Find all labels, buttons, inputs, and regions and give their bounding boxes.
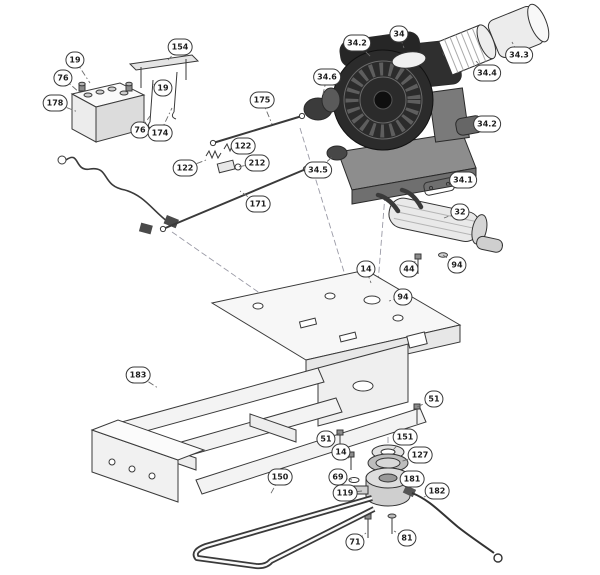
callout-174-6: 174 (147, 124, 173, 142)
battery-cable (57, 155, 179, 229)
throttle-rod (138, 165, 310, 235)
callout-122-8: 122 (230, 137, 256, 155)
intake-elbow (303, 87, 341, 121)
engine-fan-fins (345, 62, 421, 138)
callout-34.6-14: 34.6 (313, 68, 341, 86)
callout-151-28: 151 (392, 428, 418, 446)
callout-34.5-15: 34.5 (304, 161, 332, 179)
callout-178-2: 178 (42, 94, 68, 112)
callout-34.1-19: 34.1 (449, 171, 477, 189)
engine-label-oval (391, 51, 427, 69)
engine-oil-drain (326, 145, 348, 161)
callout-182-34: 182 (424, 482, 450, 500)
callout-76-5: 76 (130, 121, 150, 139)
callout-119-32: 119 (332, 484, 358, 502)
callout-34-13: 34 (389, 25, 409, 43)
battery-terminal-negative (125, 81, 133, 92)
muffler-outlet (476, 235, 504, 253)
muffler (388, 197, 504, 253)
exhaust-inlet-pipes (375, 187, 424, 214)
callout-212-10: 212 (244, 154, 270, 172)
callout-71-36: 71 (345, 533, 365, 551)
callout-183-25: 183 (125, 366, 151, 384)
callout-181-33: 181 (399, 470, 425, 488)
callout-51-26: 51 (424, 390, 444, 408)
clutch-assembly (347, 444, 411, 507)
callout-150-35: 150 (267, 468, 293, 486)
callout-19-0: 19 (65, 51, 85, 69)
callout-34.2-18: 34.2 (473, 115, 501, 133)
battery-terminal-positive (78, 81, 86, 92)
callout-94-24: 94 (393, 288, 413, 306)
callout-32-20: 32 (450, 203, 470, 221)
callout-44-22: 44 (399, 260, 419, 278)
callout-76-1: 76 (53, 69, 73, 87)
engine-center-cap (373, 90, 393, 110)
callout-51-27: 51 (316, 430, 336, 448)
callout-154-3: 154 (167, 38, 193, 56)
clutch-washer (348, 477, 360, 483)
callout-19-4: 19 (153, 79, 173, 97)
callout-14-21: 14 (356, 260, 376, 278)
callout-34.3-17: 34.3 (505, 46, 533, 64)
callout-34.4-16: 34.4 (473, 64, 501, 82)
drive-belt (192, 495, 376, 570)
clutch-bolts (364, 513, 397, 538)
callout-14-30: 14 (331, 443, 351, 461)
choke-control-rod (209, 112, 306, 147)
callout-122-9: 122 (172, 159, 198, 177)
callout-69-31: 69 (328, 468, 348, 486)
callout-81-37: 81 (397, 529, 417, 547)
callout-127-29: 127 (407, 446, 433, 464)
frame-right-rail (195, 407, 427, 495)
air-filter-cover (487, 3, 550, 58)
clutch-wire-harness (402, 485, 503, 563)
callout-171-11: 171 (245, 195, 271, 213)
callout-175-7: 175 (249, 91, 275, 109)
callout-94-23: 94 (447, 256, 467, 274)
callout-34.2-12: 34.2 (343, 34, 371, 52)
